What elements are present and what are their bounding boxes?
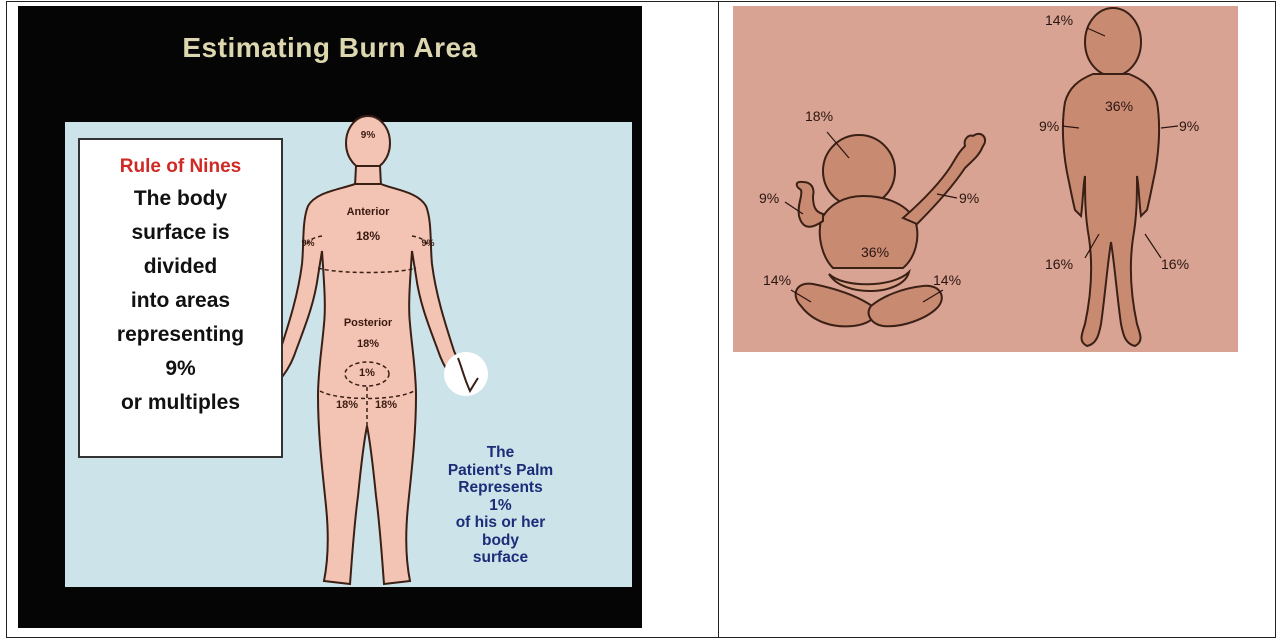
infant-left-leg-percent: 14% (763, 272, 791, 288)
infant-and-child-figures (733, 6, 1238, 352)
rule-line: 9% (80, 352, 281, 386)
rule-heading: Rule of Nines (80, 156, 281, 178)
palm-note-line: of his or her (433, 514, 568, 532)
palm-note: The Patient's Palm Represents 1% of his … (433, 444, 568, 567)
rule-line: or multiples (80, 386, 281, 420)
infant-right-arm-percent: 9% (959, 190, 979, 206)
child-trunk-percent: 36% (1105, 98, 1133, 114)
palm-note-line: Represents (433, 479, 568, 497)
palm-note-line: body (433, 532, 568, 550)
child-right-arm-percent: 9% (1179, 118, 1199, 134)
rule-of-nines-slide: Estimating Burn Area 9% Anterior 18% 9% … (18, 6, 642, 628)
anterior-percent: 18% (351, 229, 385, 243)
posterior-percent: 18% (351, 338, 385, 350)
rule-line: divided (80, 250, 281, 284)
right-arm-percent: 9% (416, 238, 440, 248)
child-left-leg-percent: 16% (1045, 256, 1073, 272)
rule-line: into areas (80, 284, 281, 318)
table-divider (718, 1, 719, 638)
rule-line: representing (80, 318, 281, 352)
child-head-percent: 14% (1045, 12, 1073, 28)
rule-description: The body surface is divided into areas r… (80, 182, 281, 420)
left-arm-percent: 9% (296, 238, 320, 248)
rule-line: surface is (80, 216, 281, 250)
palm-note-line: Patient's Palm (433, 462, 568, 480)
rule-of-nines-box: Rule of Nines The body surface is divide… (78, 138, 283, 458)
left-leg-percent: 18% (332, 399, 362, 411)
child-right-leg-percent: 16% (1161, 256, 1189, 272)
palm-note-line: surface (433, 549, 568, 567)
anterior-label: Anterior (338, 206, 398, 218)
palm-note-line: The (433, 444, 568, 462)
right-leg-percent: 18% (371, 399, 401, 411)
groin-percent: 1% (355, 367, 379, 379)
infant-child-burn-chart: 18% 9% 9% 36% 14% 14% 14% 36% 9% 9% 16% … (733, 6, 1238, 352)
child-left-arm-percent: 9% (1039, 118, 1059, 134)
palm-note-line: 1% (433, 497, 568, 515)
infant-left-arm-percent: 9% (759, 190, 779, 206)
rule-line: The body (80, 182, 281, 216)
head-percent: 9% (356, 130, 380, 141)
posterior-label: Posterior (336, 317, 400, 329)
infant-right-leg-percent: 14% (933, 272, 961, 288)
infant-trunk-percent: 36% (861, 244, 889, 260)
infant-head-percent: 18% (805, 108, 833, 124)
